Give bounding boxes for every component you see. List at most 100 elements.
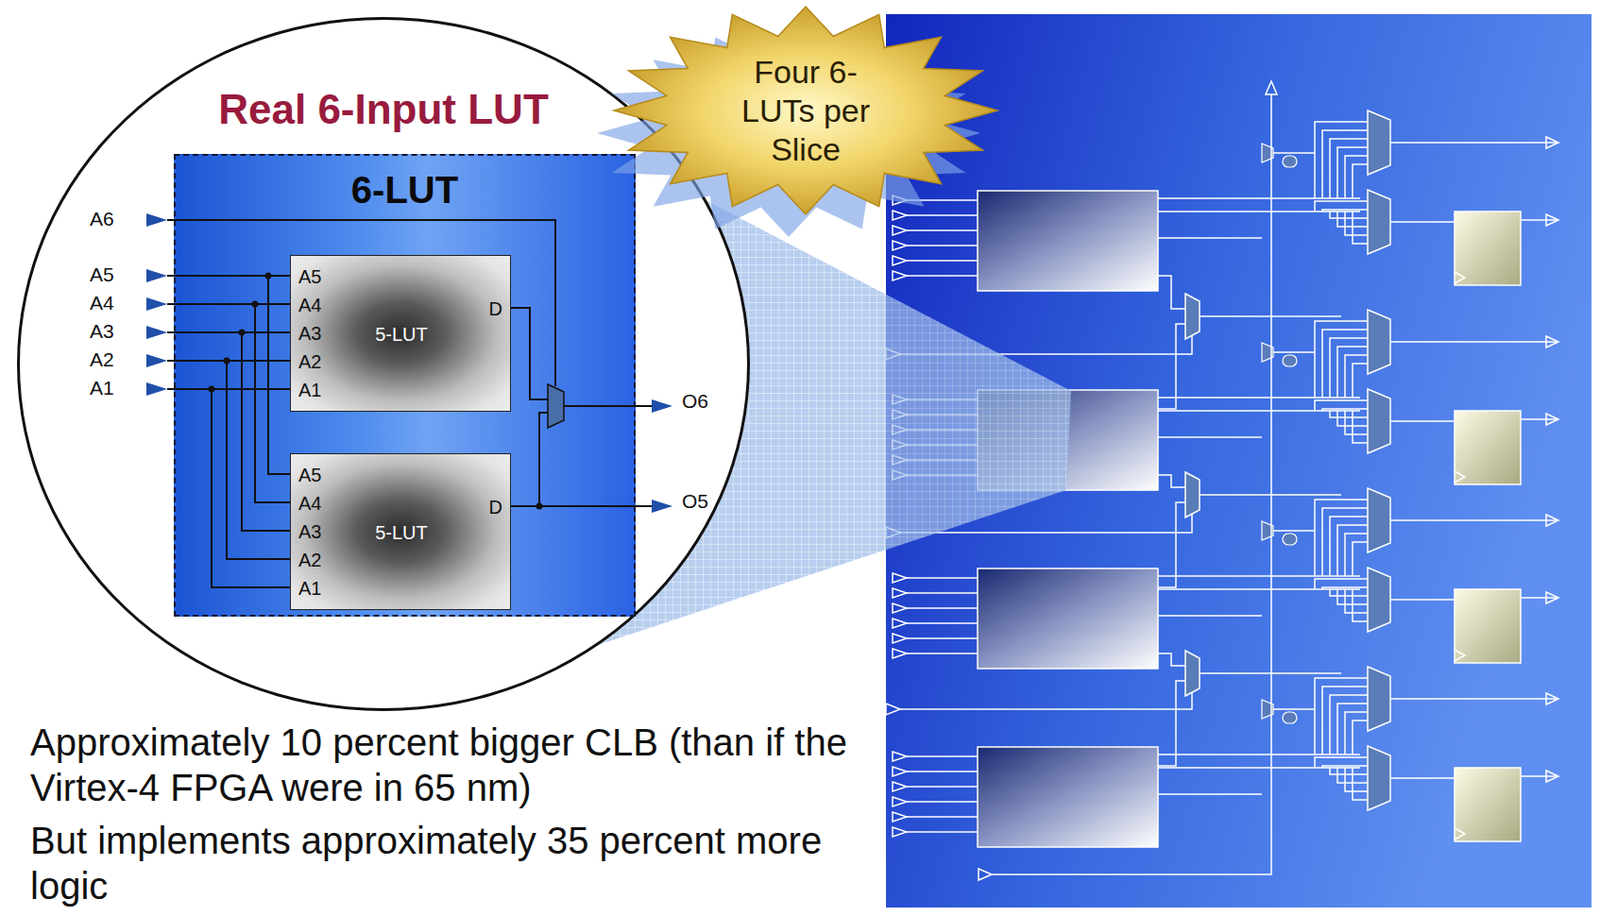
output-pin-name: D — [489, 495, 503, 519]
bus-wire — [1344, 410, 1368, 435]
carry-gate — [1282, 712, 1297, 724]
output-arrows — [651, 399, 673, 513]
signal-name: A4 — [89, 291, 115, 315]
signal-name: A2 — [89, 348, 115, 372]
input-arrow — [892, 812, 907, 822]
bus-wire — [1329, 211, 1368, 219]
input-arrow — [892, 633, 907, 644]
lut-name: 5-LUT — [374, 522, 428, 545]
f-mux — [1185, 650, 1200, 697]
input-wire — [906, 831, 978, 834]
input-arrow — [892, 603, 907, 613]
f-mux — [1185, 293, 1200, 340]
output-arrow — [1546, 214, 1559, 226]
input-pin-name: A1 — [298, 577, 322, 600]
input-arrow — [892, 782, 907, 792]
flip-flop — [1454, 410, 1521, 485]
carry-gate — [1282, 355, 1297, 367]
input-arrow — [892, 225, 907, 236]
output-arrow — [1546, 336, 1559, 348]
input-arrow — [892, 573, 907, 583]
input-wire — [906, 259, 978, 262]
bus-wire — [1352, 767, 1368, 800]
clock-mark — [1454, 471, 1465, 483]
bus-wire — [1344, 155, 1368, 199]
flip-flop — [1454, 767, 1521, 842]
bus-wire — [1314, 757, 1368, 768]
carry-wire — [1157, 530, 1315, 616]
output-wire — [1390, 698, 1559, 779]
input-arrow — [892, 827, 907, 837]
lut-name: 5-LUT — [374, 323, 428, 346]
mux-symbol — [1367, 666, 1391, 732]
bus-wire — [1344, 767, 1368, 792]
bus-wire — [1352, 410, 1368, 443]
input-wire — [906, 577, 978, 579]
mux-symbol — [1367, 110, 1391, 175]
select-arrow — [885, 703, 901, 715]
bus-wire — [1322, 130, 1368, 199]
input-arrows — [146, 213, 168, 396]
input-pin-name: A4 — [298, 492, 322, 515]
bus-wire — [1337, 525, 1368, 577]
input-arrow — [892, 271, 907, 281]
mux-symbol — [1367, 567, 1391, 632]
bus-wire — [1314, 499, 1368, 577]
output-wire — [1390, 142, 1559, 222]
note-text: But implements approximately 35 percent … — [30, 817, 881, 909]
bus-wire — [1344, 712, 1368, 755]
wires — [167, 220, 657, 588]
carry-wire — [1157, 153, 1315, 239]
output-arrow — [1546, 413, 1559, 426]
mux-symbol — [1367, 488, 1391, 553]
bus-wire — [1329, 338, 1368, 398]
input-pin-name: A4 — [298, 293, 322, 317]
input-arrow — [892, 618, 907, 629]
starburst: Four 6-LUTs per Slice — [612, 4, 1000, 218]
bus-wire — [1314, 321, 1368, 398]
lut-block — [977, 190, 1158, 291]
mux-symbol — [1367, 389, 1391, 454]
input-wire — [906, 800, 978, 803]
lut5-box: 5-LUTA5A4A3A2A1D — [289, 255, 511, 412]
bus-wire — [1329, 516, 1368, 577]
carry-gate — [1282, 155, 1297, 168]
bus-wire — [1329, 767, 1368, 775]
input-pin-name: A2 — [298, 350, 322, 374]
bus-wire — [1329, 138, 1368, 199]
lut-heading: 6-LUT — [175, 169, 634, 212]
bus-wire — [1329, 410, 1368, 418]
f7-wire — [1157, 275, 1342, 409]
carry-out-arrow — [1265, 81, 1277, 95]
bus-wire — [1337, 703, 1368, 755]
lut-output-wire — [1157, 397, 1361, 411]
input-wire — [906, 785, 978, 788]
bus-wire — [1314, 678, 1368, 755]
input-arrow — [892, 751, 907, 762]
carry-in-arrow — [978, 868, 992, 881]
input-wire — [906, 770, 978, 773]
input-pin-name: A5 — [298, 265, 322, 289]
input-arrow — [892, 648, 907, 659]
lut-block — [977, 747, 1158, 848]
input-wire — [906, 816, 978, 818]
zoom-circle: Real 6-Input LUT 6-LUT5-LUTA — [17, 17, 750, 712]
input-wire — [906, 637, 978, 640]
bus-wire — [1314, 578, 1368, 590]
bus-wire — [1344, 589, 1368, 613]
bus-wire — [1352, 542, 1368, 577]
carry-gate — [1282, 533, 1297, 545]
signal-name: A6 — [89, 207, 115, 231]
input-pin-name: A2 — [298, 548, 322, 572]
input-arrow — [892, 255, 907, 266]
output-arrow — [1546, 770, 1559, 783]
output-name: O5 — [681, 490, 709, 513]
input-wire — [906, 229, 978, 232]
bus-wire — [1344, 211, 1368, 236]
output-pin-name: D — [489, 297, 503, 321]
lut-block — [977, 568, 1158, 669]
bus-wire — [1322, 508, 1368, 577]
input-arrow — [892, 588, 907, 598]
output-wire — [1390, 520, 1559, 600]
